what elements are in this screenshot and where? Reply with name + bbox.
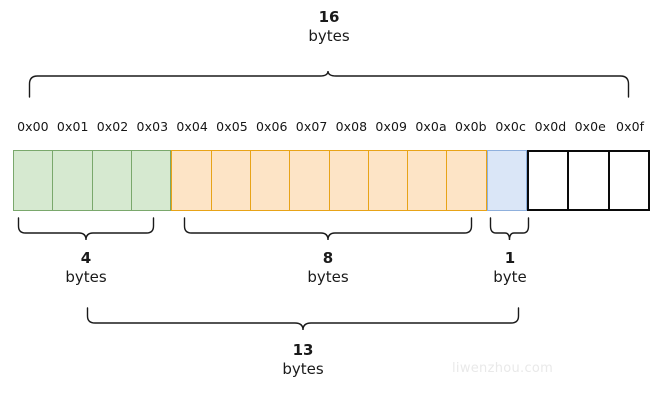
byte-cell-0x03 bbox=[130, 150, 172, 211]
byte-cell-0x0a bbox=[407, 150, 448, 211]
field-c-size-number: 1 bbox=[504, 249, 516, 267]
address-label-0x03: 0x03 bbox=[136, 119, 169, 134]
byte-cell-0x07 bbox=[289, 150, 330, 211]
byte-cell-0x0c bbox=[486, 150, 528, 211]
address-label-0x07: 0x07 bbox=[295, 119, 328, 134]
address-label-0x09: 0x09 bbox=[375, 119, 408, 134]
address-label-0x0e: 0x0e bbox=[574, 119, 606, 134]
address-label-0x0b: 0x0b bbox=[455, 119, 487, 134]
field-a-size-number: 4 bbox=[80, 249, 92, 267]
used-size-label: 13 bytes bbox=[253, 341, 353, 379]
address-label-0x01: 0x01 bbox=[56, 119, 89, 134]
address-label-0x00: 0x00 bbox=[17, 119, 49, 134]
brace-total bbox=[28, 70, 630, 98]
byte-cell-0x00 bbox=[13, 150, 54, 211]
address-label-0x0f: 0x0f bbox=[616, 119, 645, 134]
byte-cell-0x09 bbox=[367, 150, 409, 211]
address-label-row: 0x00 0x01 0x02 0x03 0x04 0x05 0x06 0x07 … bbox=[13, 119, 650, 139]
brace-used bbox=[86, 307, 520, 334]
total-size-unit: bytes bbox=[308, 27, 350, 46]
address-label-0x0d: 0x0d bbox=[534, 119, 567, 134]
byte-cell-0x04 bbox=[171, 150, 212, 211]
byte-cell-strip bbox=[13, 150, 650, 211]
address-label-0x06: 0x06 bbox=[255, 119, 288, 134]
address-label-0x0a: 0x0a bbox=[415, 119, 447, 134]
field-b-size-unit: bytes bbox=[307, 268, 349, 287]
used-size-unit: bytes bbox=[282, 360, 324, 379]
address-label-0x04: 0x04 bbox=[176, 119, 208, 134]
byte-cell-0x0f bbox=[607, 150, 650, 211]
byte-cell-0x05 bbox=[210, 150, 251, 211]
byte-cell-0x08 bbox=[328, 150, 369, 211]
field-b-size-number: 8 bbox=[322, 249, 334, 267]
byte-cell-0x0d bbox=[527, 150, 570, 211]
total-size-number: 16 bbox=[318, 8, 340, 26]
address-label-0x02: 0x02 bbox=[96, 119, 129, 134]
byte-cell-0x0e bbox=[567, 150, 610, 211]
field-a-size-label: 4 bytes bbox=[36, 249, 136, 287]
field-b-size-label: 8 bytes bbox=[278, 249, 378, 287]
brace-field-c bbox=[489, 217, 530, 244]
byte-cell-0x06 bbox=[249, 150, 291, 211]
field-a-size-unit: bytes bbox=[65, 268, 107, 287]
field-c-size-label: 1 byte bbox=[460, 249, 560, 287]
address-label-0x0c: 0x0c bbox=[495, 119, 526, 134]
address-label-0x08: 0x08 bbox=[335, 119, 368, 134]
byte-cell-0x01 bbox=[52, 150, 93, 211]
address-label-0x05: 0x05 bbox=[216, 119, 248, 134]
brace-field-a bbox=[17, 217, 155, 244]
used-size-number: 13 bbox=[292, 341, 314, 359]
byte-cell-0x0b bbox=[446, 150, 487, 211]
total-size-label: 16 bytes bbox=[279, 8, 379, 46]
byte-cell-0x02 bbox=[91, 150, 132, 211]
watermark: liwenzhou.com bbox=[452, 361, 554, 376]
brace-field-b bbox=[183, 217, 473, 244]
field-c-size-unit: byte bbox=[493, 268, 527, 287]
